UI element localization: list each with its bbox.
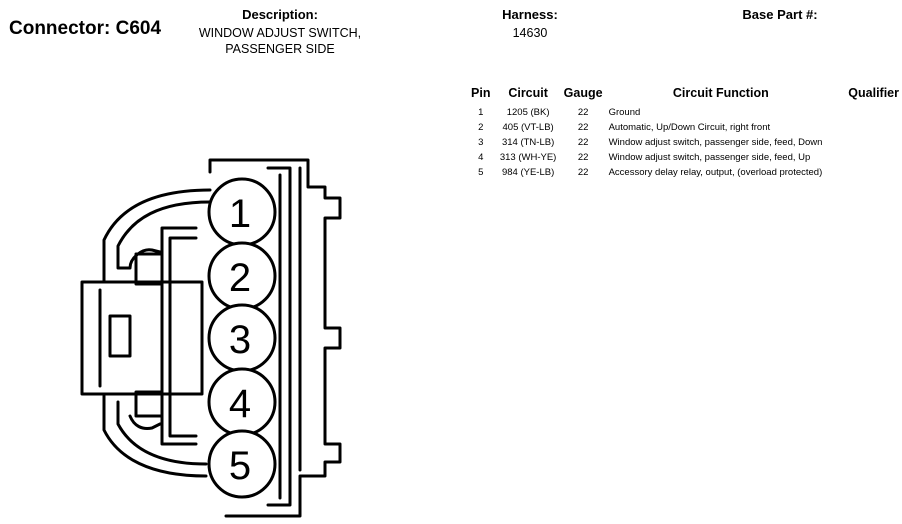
pin-cavity-3: 3 — [207, 303, 277, 373]
description-label: Description: — [242, 7, 318, 22]
pin-label-5: 5 — [229, 444, 251, 488]
cell-circuit: 1205 (BK) — [506, 107, 550, 118]
header-pin: Pin — [471, 86, 491, 100]
cell-function: Automatic, Up/Down Circuit, right front — [608, 122, 771, 133]
connector-carrier-rail — [160, 226, 198, 446]
connector-lock-loop — [116, 400, 208, 466]
header-circuit-function: Circuit Function — [672, 86, 769, 100]
connector-latch-block — [134, 390, 164, 418]
cell-circuit: 984 (YE-LB) — [501, 167, 555, 178]
connector-key-slot — [108, 314, 132, 358]
pin-label-4: 4 — [229, 382, 251, 426]
connector-title: Connector: C604 — [9, 18, 162, 39]
pin-cavity-4: 4 — [207, 367, 277, 437]
connector-lock-loop — [116, 200, 212, 270]
cell-circuit: 313 (WH-YE) — [499, 152, 557, 163]
connector-inner-wall — [266, 166, 292, 507]
pin-cavity-2: 2 — [207, 241, 277, 311]
cell-gauge: 22 — [577, 122, 589, 133]
pin-table-header-row: Pin Circuit Gauge Circuit Function Quali… — [466, 86, 902, 105]
header-gauge: Gauge — [563, 86, 603, 100]
cell-pin: 3 — [478, 137, 484, 148]
cell-gauge: 22 — [577, 167, 589, 178]
connector-latch-block — [134, 252, 164, 286]
pin-label-1: 1 — [229, 192, 251, 236]
header-circuit: Circuit — [508, 86, 548, 100]
cell-function: Window adjust switch, passenger side, fe… — [608, 152, 811, 163]
table-row: 2 405 (VT-LB) 22 Automatic, Up/Down Circ… — [466, 120, 902, 135]
description-line-2: PASSENGER SIDE — [225, 42, 335, 56]
harness-value: 14630 — [512, 26, 548, 40]
pin-label-3: 3 — [229, 318, 251, 362]
harness-label: Harness: — [502, 7, 558, 22]
connector-lock-loop — [102, 394, 208, 478]
description-value: WINDOW ADJUST SWITCH, PASSENGER SIDE — [170, 25, 390, 57]
connector-lock-loop — [102, 188, 212, 284]
header-qualifier: Qualifier — [848, 86, 899, 100]
description-line-1: WINDOW ADJUST SWITCH, — [198, 26, 362, 40]
table-row: 1 1205 (BK) 22 Ground — [466, 105, 902, 120]
table-row: 5 984 (YE-LB) 22 Accessory delay relay, … — [466, 165, 902, 180]
connector-lock-loop — [128, 414, 162, 430]
pin-table: Pin Circuit Gauge Circuit Function Quali… — [466, 86, 902, 180]
cell-gauge: 22 — [577, 152, 589, 163]
pin-cavity-1: 1 — [207, 177, 277, 247]
pin-cavity-5: 5 — [207, 429, 277, 499]
cell-pin: 5 — [478, 167, 484, 178]
cell-pin: 4 — [478, 152, 484, 163]
connector-housing-outline — [208, 158, 342, 518]
table-row: 4 313 (WH-YE) 22 Window adjust switch, p… — [466, 150, 902, 165]
cell-function: Window adjust switch, passenger side, fe… — [608, 137, 823, 148]
connector-key-block — [80, 280, 204, 396]
pin-cavities: 1 2 3 4 5 — [207, 177, 277, 499]
base-part-label: Base Part #: — [742, 7, 818, 22]
cell-pin: 1 — [478, 107, 484, 118]
cell-function: Accessory delay relay, output, (overload… — [608, 167, 823, 178]
cell-circuit: 314 (TN-LB) — [501, 137, 555, 148]
cell-gauge: 22 — [577, 137, 589, 148]
cell-circuit: 405 (VT-LB) — [502, 122, 554, 133]
cell-function: Ground — [608, 107, 641, 118]
pin-label-2: 2 — [229, 256, 251, 300]
table-row: 3 314 (TN-LB) 22 Window adjust switch, p… — [466, 135, 902, 150]
cell-gauge: 22 — [577, 107, 589, 118]
connector-carrier-rail — [168, 236, 198, 438]
cell-pin: 2 — [478, 122, 484, 133]
